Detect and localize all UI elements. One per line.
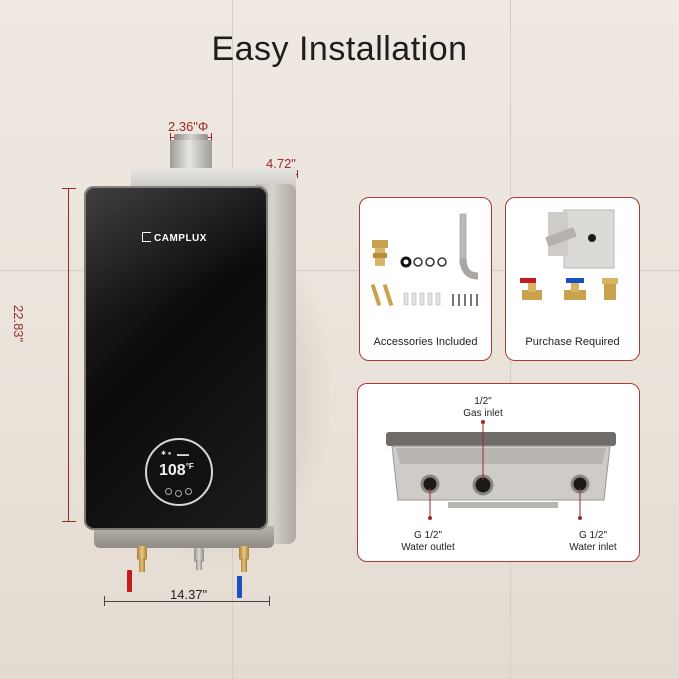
cold-water-pipe (241, 558, 247, 572)
red-valve-icon (520, 278, 542, 300)
accessories-label: Accessories Included (373, 336, 478, 348)
purchase-illustration (520, 209, 618, 300)
height-tick (62, 521, 76, 522)
water-outlet-label: G 1/2" Water outlet (388, 530, 468, 554)
minus-button-icon[interactable] (165, 488, 172, 495)
power-button-icon[interactable] (175, 490, 182, 497)
height-label: 22.83" (11, 305, 26, 343)
o-ring-icon (413, 257, 423, 267)
blue-valve-icon (564, 278, 586, 300)
o-ring-icon (437, 257, 447, 267)
wall-tile-line (0, 270, 679, 271)
page-title: Easy Installation (211, 30, 468, 68)
water-inlet-size: G 1/2" (578, 530, 607, 541)
depth-tick (297, 170, 298, 178)
gas-inlet-text: Gas inlet (463, 408, 503, 419)
temperature-unit: °F (185, 462, 194, 471)
purchase-label: Purchase Required (525, 336, 620, 348)
temperature-readout: 108°F (159, 462, 194, 480)
wall-anchor-icon (403, 292, 441, 306)
heater-bottom-panel (94, 526, 274, 548)
water-outlet-size: G 1/2" (413, 530, 442, 541)
flue-diameter-tick (170, 133, 171, 141)
flue-elbow-icon (459, 213, 467, 265)
water-inlet-text: Water inlet (569, 542, 617, 553)
hot-water-valve-handle (127, 570, 132, 592)
height-tick (62, 188, 76, 189)
o-ring-icon (425, 257, 435, 267)
control-display[interactable]: ✱ ● ▬▬ 108°F (145, 438, 213, 506)
water-outlet-text: Water outlet (401, 542, 455, 553)
accessories-card: Accessories Included (359, 197, 492, 361)
cold-water-fitting (239, 546, 249, 560)
gas-inlet-size: 1/2" (474, 396, 492, 407)
flue-diameter-tick (211, 133, 212, 141)
gas-fitting (194, 548, 204, 562)
flue-pipe (170, 140, 212, 172)
purchase-required-card: Purchase Required (505, 197, 640, 361)
status-readout-icon: ▬▬ (177, 452, 189, 458)
rubber-washer-icon (400, 256, 412, 268)
vent-pipe-icon (545, 227, 577, 247)
flue-cap (174, 134, 208, 144)
hot-water-fitting (137, 546, 147, 560)
height-line (68, 188, 69, 522)
flue-diameter-label: 2.36"Φ (168, 119, 209, 134)
accessories-illustration (370, 213, 479, 307)
flame-icon: ✱ ● (161, 451, 172, 457)
hot-water-pipe (139, 558, 145, 572)
relief-valve-icon (602, 278, 618, 300)
water-inlet-label: G 1/2" Water inlet (553, 530, 633, 554)
heater-top-panel (131, 168, 296, 190)
expansion-bolt-icon (370, 283, 382, 307)
brass-connector-icon (372, 240, 388, 248)
brand-logo: CAMPLUX (142, 232, 207, 244)
width-line (104, 601, 270, 602)
brand-mark-icon (142, 232, 151, 242)
plus-button-icon[interactable] (185, 488, 192, 495)
gas-inlet-label: 1/2" Gas inlet (448, 396, 518, 420)
width-tick (104, 596, 105, 606)
temperature-value: 108 (159, 462, 186, 479)
gas-pipe (196, 560, 202, 570)
cold-water-valve-handle (237, 576, 242, 598)
width-label: 14.37" (170, 587, 208, 602)
width-tick (269, 596, 270, 606)
depth-label: 4.72" (266, 156, 296, 171)
connections-card: 1/2" Gas inlet G 1/2" Water outlet G 1/2… (357, 383, 640, 562)
brand-name: CAMPLUX (154, 233, 207, 244)
heater-underside-illustration (386, 420, 616, 520)
screw-icon (452, 294, 478, 306)
